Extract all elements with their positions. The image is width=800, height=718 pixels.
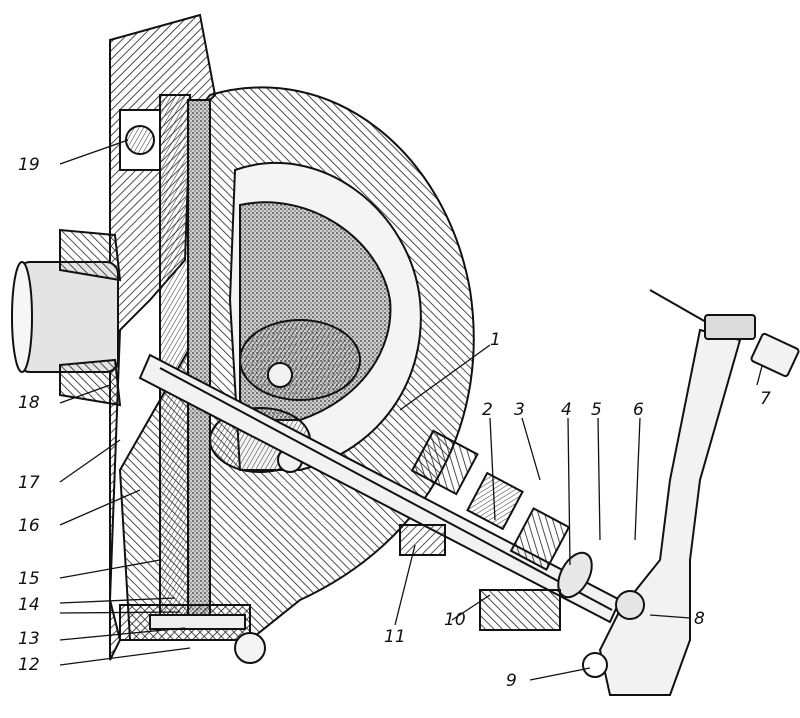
callout-13: 13: [18, 629, 40, 649]
callout-labels: 19 18 17 16 15 14 13 12 1 2 3 4 5 6 7 8 …: [18, 155, 771, 691]
callout-4: 4: [561, 400, 572, 420]
callout-10: 10: [444, 610, 466, 630]
callout-7: 7: [760, 389, 771, 409]
callout-1: 1: [490, 330, 501, 350]
callout-17: 17: [18, 473, 40, 493]
callout-5: 5: [591, 400, 602, 420]
callout-9: 9: [506, 671, 517, 691]
callout-11: 11: [384, 627, 406, 647]
left-hub: [11, 228, 122, 407]
release-lever: [582, 328, 742, 696]
bottom-bolt: [119, 604, 266, 664]
leader-lines: [59, 139, 763, 681]
callout-16: 16: [18, 516, 40, 536]
callout-2: 2: [482, 400, 493, 420]
main-shaft: [138, 353, 622, 624]
callout-6: 6: [633, 400, 644, 420]
shaft-collars: [399, 429, 593, 631]
adjusting-rod: [649, 289, 800, 378]
callout-19: 19: [18, 155, 40, 175]
callout-12: 12: [18, 655, 40, 675]
callout-18: 18: [18, 393, 40, 413]
callout-15: 15: [18, 569, 40, 589]
callout-14: 14: [18, 595, 40, 615]
callout-8: 8: [694, 609, 705, 629]
callout-3: 3: [514, 400, 525, 420]
